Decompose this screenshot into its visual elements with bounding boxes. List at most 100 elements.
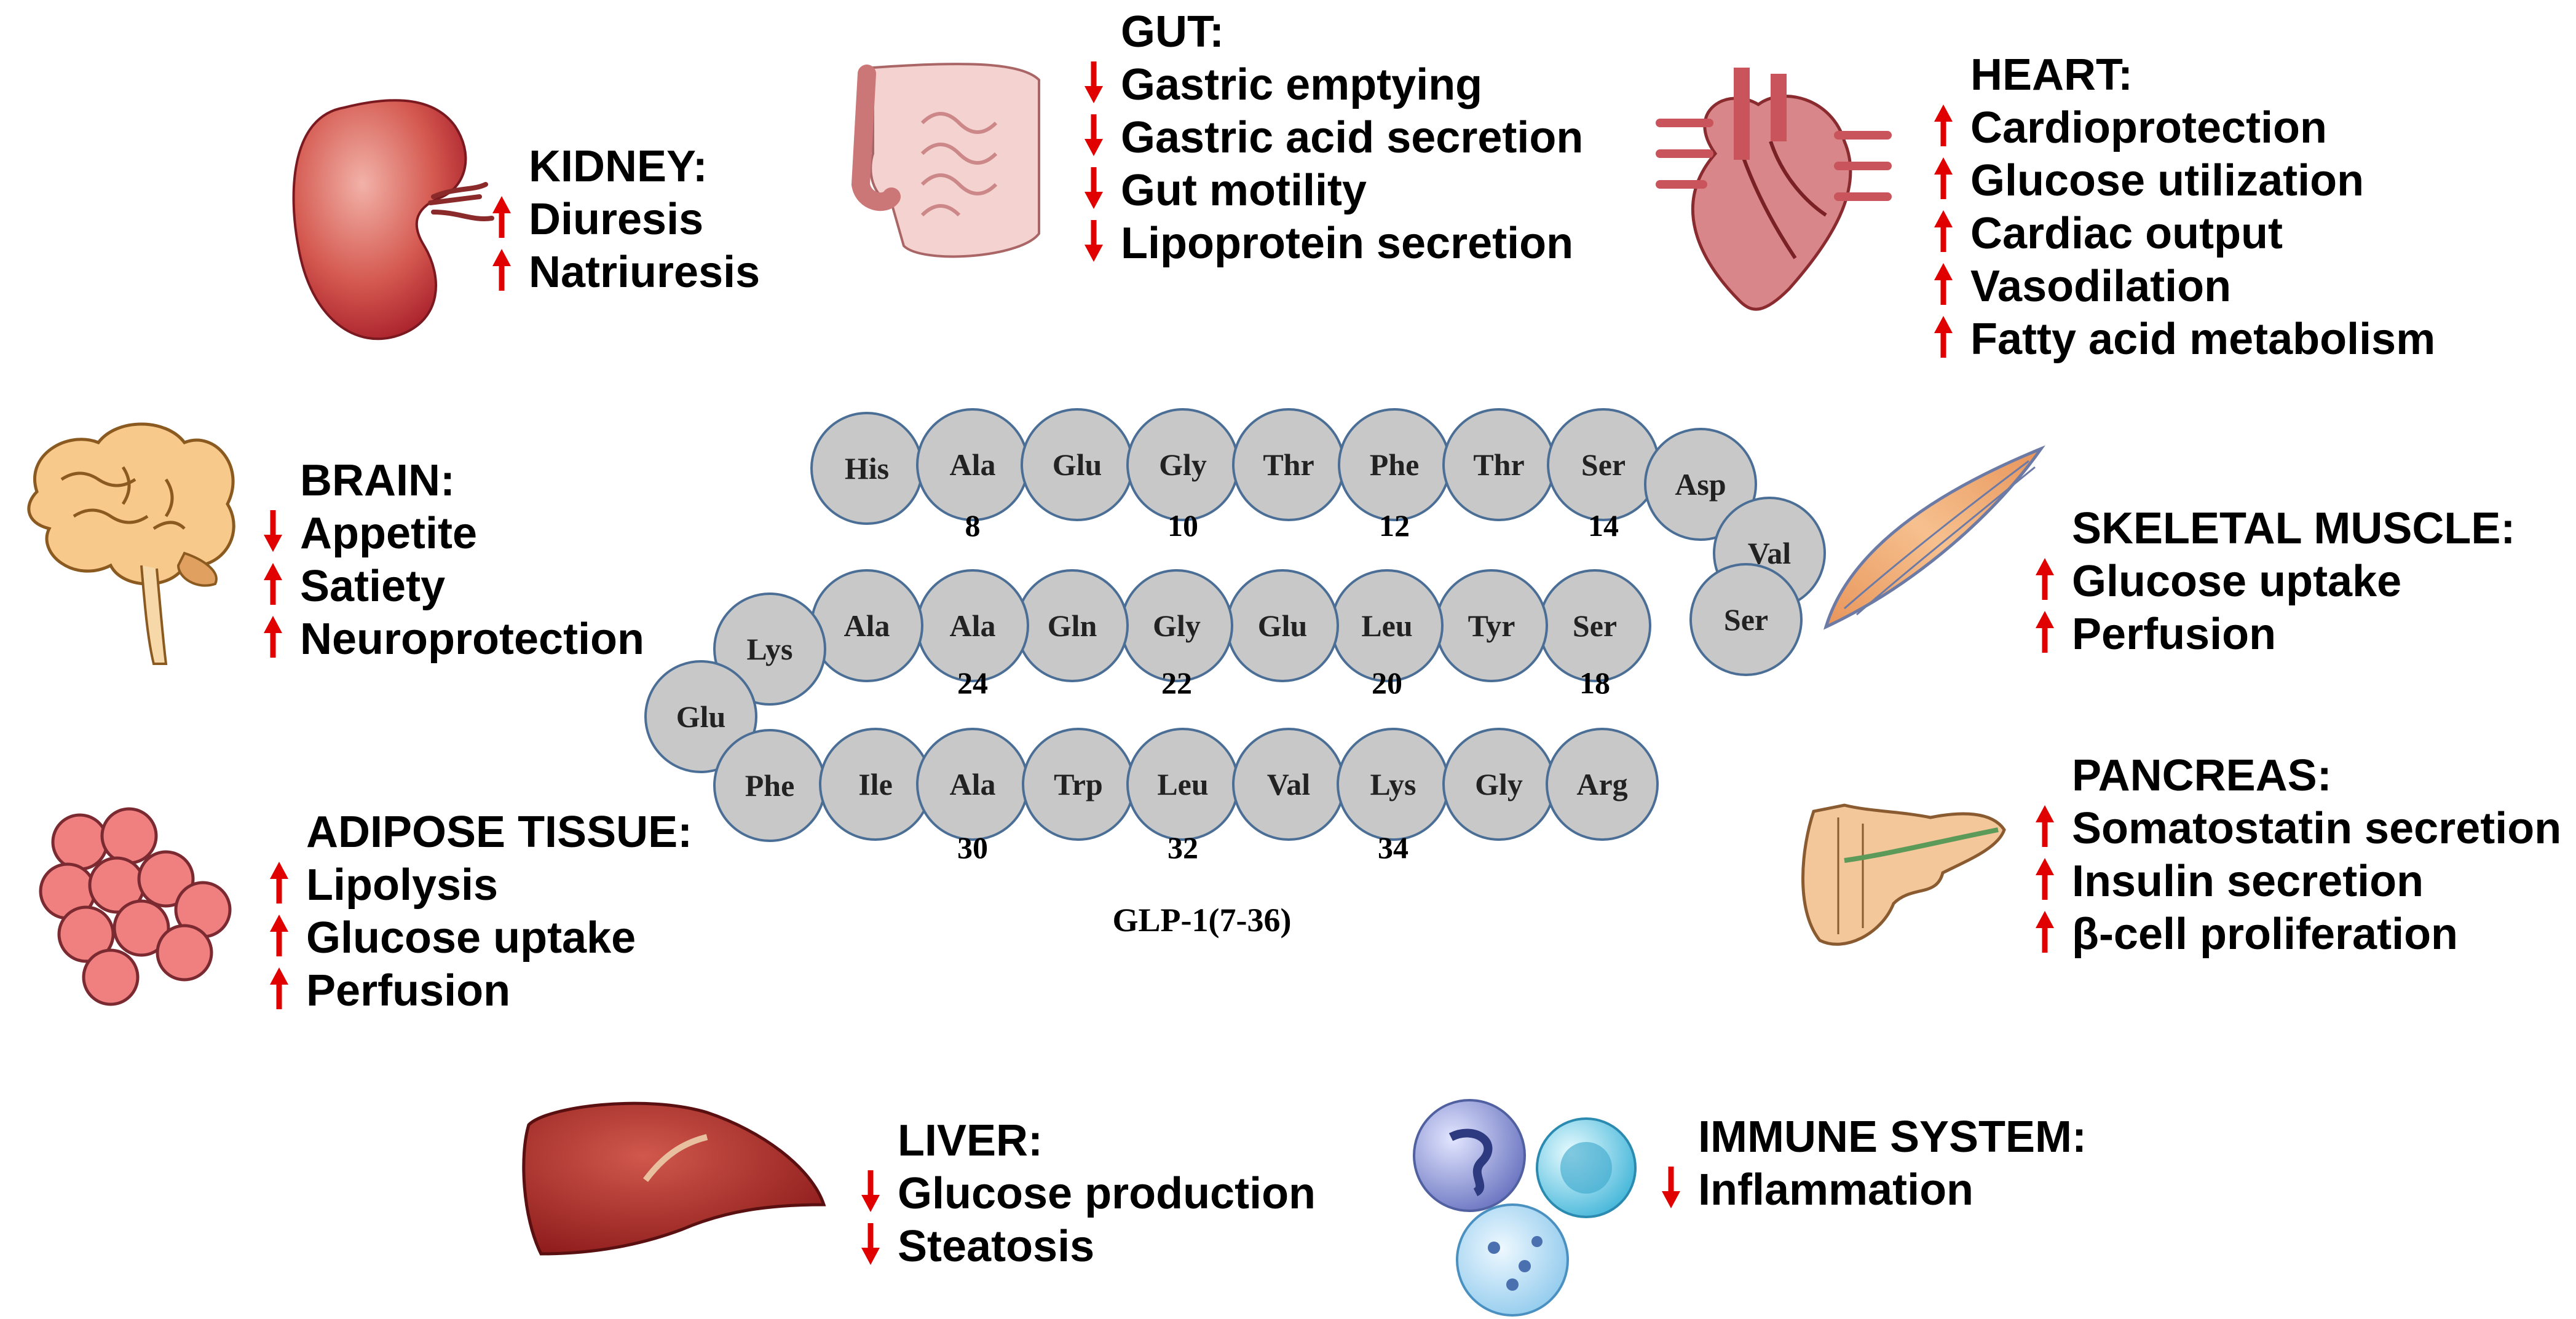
arrow-up-icon: [2036, 858, 2054, 900]
arrow-down-icon: [1085, 167, 1103, 209]
brain-title: BRAIN:: [300, 456, 455, 505]
brain-effect: Neuroprotection: [300, 615, 644, 664]
residue-label: Ala: [950, 767, 996, 801]
residue-label: Leu: [1361, 608, 1412, 643]
pancreas-effect: β-cell proliferation: [2072, 910, 2458, 959]
residue-position-label: 14: [1588, 508, 1619, 543]
kidney-title: KIDNEY:: [529, 142, 708, 191]
residue-circle: [1546, 728, 1659, 841]
pancreas-effect: Insulin secretion: [2072, 857, 2424, 906]
residue-circle: [1644, 428, 1757, 541]
residue-position-label: 34: [1378, 830, 1409, 865]
residue-label: Ala: [844, 608, 890, 643]
residue-30: Ala: [916, 728, 1029, 841]
residue-7: His: [810, 412, 923, 525]
residue-33: Val: [1232, 728, 1345, 841]
residue-23: Gln: [1016, 569, 1129, 682]
residue-position-label: 10: [1167, 508, 1198, 543]
gut-icon: [851, 63, 1040, 258]
residue-21: Glu: [1226, 569, 1339, 682]
liver-icon: [522, 1101, 826, 1256]
gut-effect: Gut motility: [1121, 166, 1367, 215]
heart-icon: [1656, 68, 1892, 311]
residue-position-label: 24: [957, 666, 988, 700]
residue-label: His: [845, 451, 889, 486]
gut-effect: Gastric acid secretion: [1121, 113, 1583, 162]
residue-13: Thr: [1442, 408, 1555, 521]
residue-circle: [713, 593, 826, 706]
residue-36: Arg: [1546, 728, 1659, 841]
arrow-up-icon: [2036, 911, 2054, 953]
arrow-down-icon: [1085, 114, 1103, 156]
gut-title: GUT:: [1121, 7, 1224, 57]
immune-cells-icon: [1413, 1099, 1637, 1317]
heart-effect: Glucose utilization: [1970, 156, 2364, 205]
residue-label: Lys: [1370, 767, 1416, 801]
arrow-up-icon: [1934, 104, 1953, 146]
residue-11: Thr: [1232, 408, 1345, 521]
residue-position-label: 18: [1579, 666, 1610, 700]
residue-18: Ser: [1538, 569, 1651, 682]
muscle-icon: [1823, 445, 2045, 630]
immune-effect: Inflammation: [1698, 1165, 1973, 1215]
residue-20: Leu: [1330, 569, 1444, 682]
pancreas-effect: Somatostatin secretion: [2072, 804, 2561, 853]
residue-label: Leu: [1157, 767, 1208, 801]
arrow-up-icon: [270, 862, 288, 904]
brain-effect: Satiety: [300, 562, 445, 611]
arrow-down-icon: [861, 1170, 880, 1212]
residue-label: Arg: [1576, 767, 1627, 801]
residue-label: Gly: [1159, 447, 1207, 482]
residue-14: Ser: [1547, 408, 1660, 521]
arrow-down-icon: [1085, 61, 1103, 103]
residue-17: Ser: [1689, 563, 1803, 676]
residue-19: Tyr: [1435, 569, 1548, 682]
arrow-up-icon: [2036, 558, 2054, 600]
residue-label: Thr: [1263, 447, 1314, 482]
residue-label: Tyr: [1468, 608, 1515, 643]
brain-effect: Appetite: [300, 509, 477, 558]
residue-15: Asp: [1644, 428, 1757, 541]
arrow-up-icon: [2036, 805, 2054, 847]
residue-position-label: 30: [957, 830, 988, 865]
residue-25: Ala: [810, 569, 923, 682]
residue-31: Trp: [1022, 728, 1135, 841]
immune-effects: IMMUNE SYSTEM:Inflammation: [1662, 1112, 2087, 1215]
residue-label: Gly: [1153, 608, 1201, 643]
residue-label: Ser: [1724, 602, 1768, 637]
residue-12: Phe: [1338, 408, 1451, 521]
kidney-effect: Diuresis: [529, 195, 703, 244]
residue-10: Gly: [1126, 408, 1239, 521]
pancreas-title: PANCREAS:: [2072, 751, 2332, 800]
skeletal-muscle-effect: Perfusion: [2072, 610, 2276, 659]
arrow-up-icon: [264, 616, 282, 658]
residue-32: Leu: [1126, 728, 1239, 841]
gut-effect: Gastric emptying: [1121, 60, 1482, 109]
adipose-effect: Perfusion: [306, 966, 510, 1015]
residue-label: Gln: [1048, 608, 1097, 643]
residue-position-label: 8: [965, 508, 981, 543]
liver-effect: Steatosis: [898, 1222, 1094, 1271]
residue-circle: [644, 660, 757, 773]
residue-label: Ala: [950, 447, 996, 482]
arrow-up-icon: [1934, 316, 1953, 358]
arrow-down-icon: [1085, 220, 1103, 262]
residue-label: Thr: [1473, 447, 1524, 482]
arrow-up-icon: [492, 249, 511, 291]
residue-27: Glu: [644, 660, 757, 773]
arrow-down-icon: [264, 510, 282, 552]
heart-effect: Fatty acid metabolism: [1970, 315, 2435, 364]
gut-effect: Lipoprotein secretion: [1121, 219, 1573, 268]
residue-label: Ala: [950, 608, 996, 643]
residue-label: Ile: [858, 767, 893, 801]
adipose-title: ADIPOSE TISSUE:: [306, 808, 692, 857]
kidney-effect: Natriuresis: [529, 248, 760, 297]
residue-position-label: 20: [1372, 666, 1402, 700]
heart-effect: Cardiac output: [1970, 209, 2283, 258]
